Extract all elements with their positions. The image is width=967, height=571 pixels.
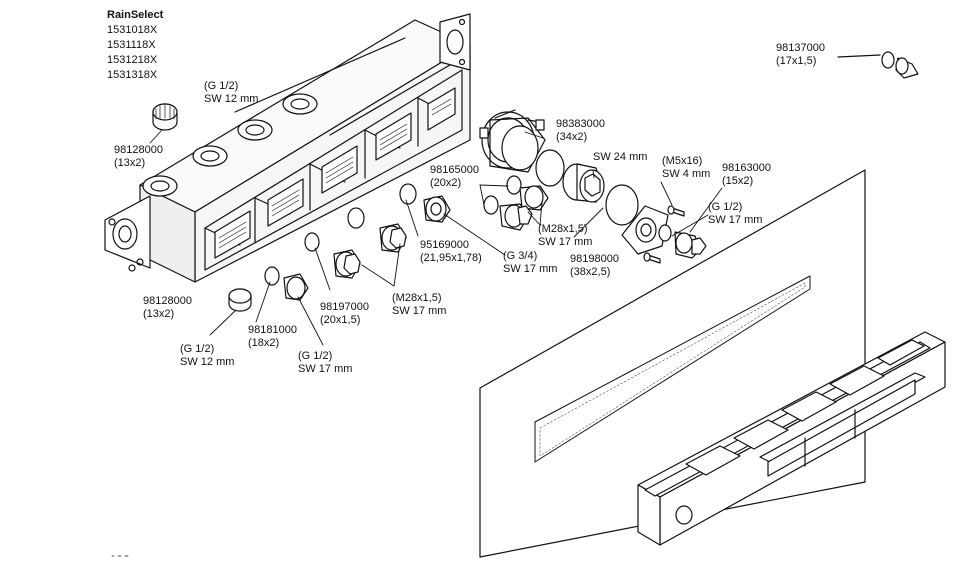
label-sw24: SW 24 mm (593, 151, 648, 163)
trim-plate (637, 331, 946, 546)
label-98128000-bottom: 98128000 (13x2) (143, 295, 192, 320)
label-98128000-top: 98128000 (13x2) (114, 144, 163, 169)
model-number: 1531118X (107, 39, 156, 51)
label-g-half-sw17-bottom: (G 1/2) SW 17 mm (298, 350, 353, 375)
model-number: 1531218X (107, 54, 158, 66)
flange-plate (621, 205, 685, 264)
label-98383000: 98383000 (34x2) (556, 118, 605, 143)
valve-housing (104, 13, 471, 283)
label-98181000: 98181000 (18x2) (248, 324, 297, 349)
label-95169000: 95169000 (21,95x1,78) (420, 239, 482, 264)
label-m5x16: (M5x16) SW 4 mm (662, 155, 711, 180)
label-g34-sw17: (G 3/4) SW 17 mm (503, 250, 558, 275)
leader-lines (149, 129, 723, 346)
label-98165000: 98165000 (20x2) (430, 164, 479, 189)
fitting-98137000 (837, 51, 919, 79)
cartridge-sw24 (562, 163, 639, 226)
valve-98163000 (658, 224, 707, 259)
product-title-block: RainSelect 1531018X 1531118X 1531218X 15… (107, 8, 163, 83)
model-number: 1531018X (107, 24, 158, 36)
label-g-half-sw17-right: (G 1/2) SW 17 mm (708, 201, 763, 226)
insert-group-center (399, 175, 549, 231)
label-g-half-sw12-bottom: (G 1/2) SW 12 mm (180, 343, 235, 368)
label-g-half-sw12-top: (G 1/2) SW 12 mm (204, 80, 259, 105)
product-brand: RainSelect (107, 9, 164, 21)
model-number: 1531318X (107, 69, 158, 81)
label-m28-sw17-upper: (M28x1,5) SW 17 mm (538, 223, 593, 248)
label-98137000: 98137000 (17x1,5) (776, 42, 825, 67)
label-98197000: 98197000 (20x1,5) (320, 301, 369, 326)
label-98198000: 98198000 (38x2,5) (570, 253, 619, 278)
thermostatic-cartridge (479, 109, 565, 187)
cap-plug-top (152, 103, 178, 131)
label-98163000: 98163000 (15x2) (722, 162, 771, 187)
label-m28-sw17-lower: (M28x1,5) SW 17 mm (392, 292, 447, 317)
insert-group-left (228, 207, 407, 312)
